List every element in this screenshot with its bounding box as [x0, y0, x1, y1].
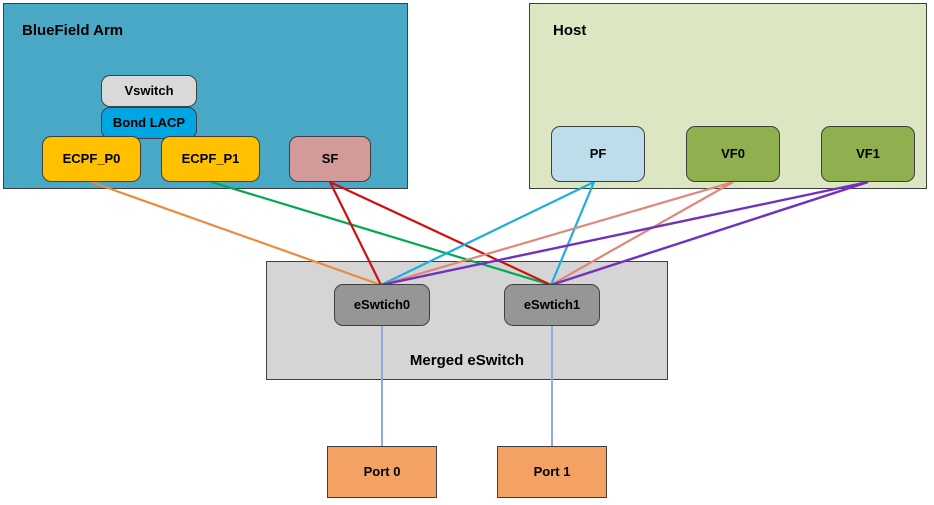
node-eswitch0[interactable]: eSwtich0 [334, 284, 430, 326]
merged-eswitch-label: Merged eSwitch [409, 352, 525, 369]
node-port0-label: Port 0 [363, 463, 401, 479]
bluefield-arm-title: BlueField Arm [22, 22, 124, 39]
node-bond-lacp-label: Bond LACP [112, 114, 186, 130]
node-vswitch[interactable]: Vswitch [101, 75, 197, 107]
host-title: Host [553, 22, 587, 39]
node-ecpf-p0-label: ECPF_P0 [62, 150, 121, 166]
node-sf-label: SF [321, 150, 339, 166]
node-sf[interactable]: SF [289, 136, 371, 182]
node-pf-label: PF [589, 145, 607, 161]
node-bond-lacp[interactable]: Bond LACP [101, 107, 197, 139]
node-vf0-label: VF0 [721, 145, 745, 161]
node-eswitch1-label: eSwtich1 [523, 296, 581, 312]
node-ecpf-p1-label: ECPF_P1 [181, 150, 240, 166]
node-port1[interactable]: Port 1 [497, 446, 607, 498]
node-vf1-label: VF1 [856, 145, 880, 161]
node-eswitch0-label: eSwtich0 [353, 296, 411, 312]
node-vswitch-label: Vswitch [124, 82, 174, 98]
node-port1-label: Port 1 [533, 463, 571, 479]
node-vf1[interactable]: VF1 [821, 126, 915, 182]
node-eswitch1[interactable]: eSwtich1 [504, 284, 600, 326]
node-ecpf-p0[interactable]: ECPF_P0 [42, 136, 141, 182]
node-vf0[interactable]: VF0 [686, 126, 780, 182]
node-ecpf-p1[interactable]: ECPF_P1 [161, 136, 260, 182]
node-port0[interactable]: Port 0 [327, 446, 437, 498]
node-pf[interactable]: PF [551, 126, 645, 182]
